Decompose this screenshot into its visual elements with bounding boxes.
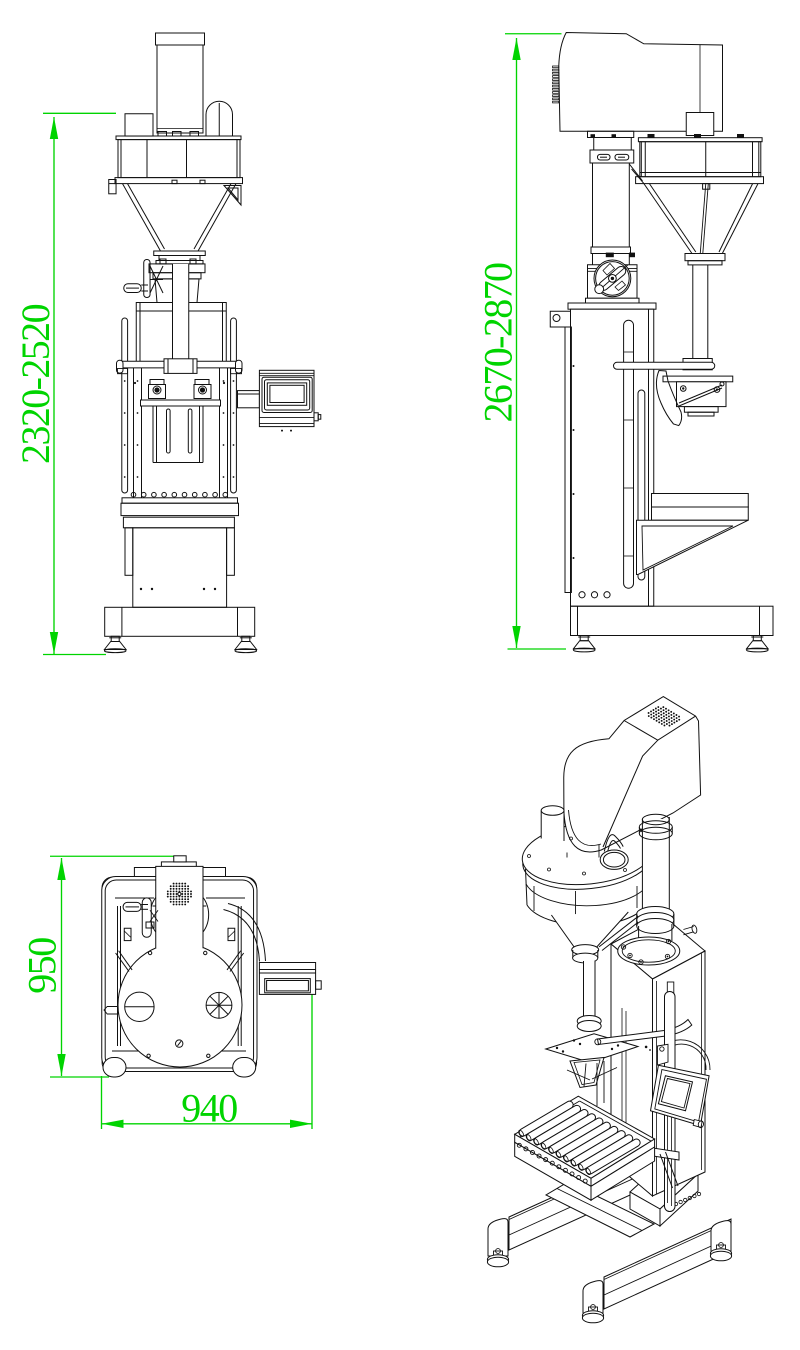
svg-text:2670-2870: 2670-2870 xyxy=(476,263,521,423)
svg-text:950: 950 xyxy=(20,938,65,994)
svg-text:2320-2520: 2320-2520 xyxy=(13,304,58,464)
svg-text:940: 940 xyxy=(181,1086,237,1131)
